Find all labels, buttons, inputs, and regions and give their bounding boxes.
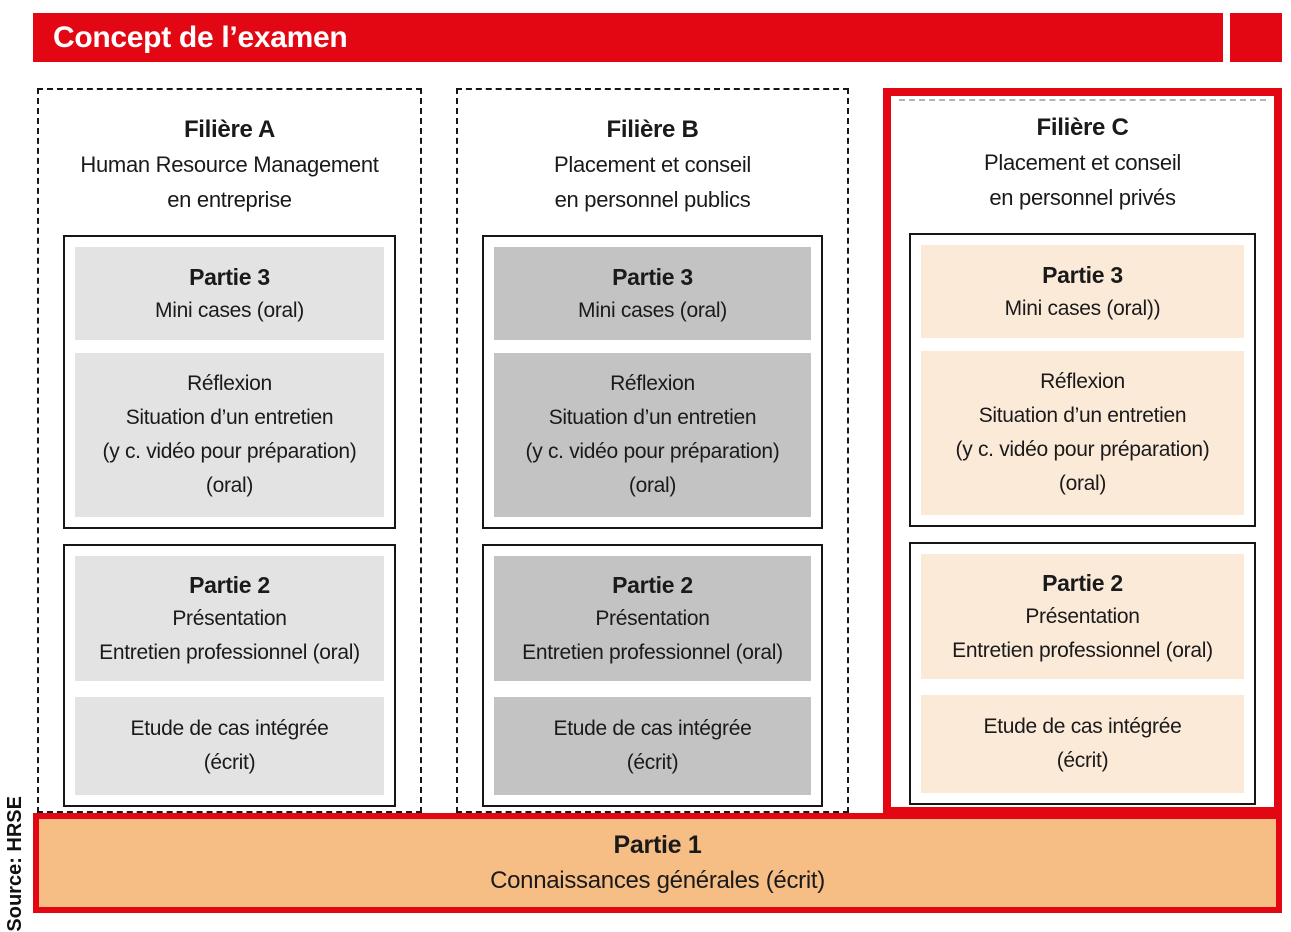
column-c-header: Filière C Placement et conseil en person… bbox=[891, 96, 1274, 215]
reflexion-line1: Réflexion bbox=[610, 372, 695, 395]
source-label: Source: HRSE bbox=[4, 796, 26, 932]
etude-line2: (écrit) bbox=[203, 751, 256, 774]
partie1-bar: Partie 1 Connaissances générales (écrit) bbox=[33, 813, 1282, 913]
column-b-subtitle-line2: en personnel publics bbox=[554, 187, 751, 212]
partie3-box: Partie 3 Mini cases (oral)) bbox=[921, 245, 1244, 338]
column-a-subtitle-line1: Human Resource Management bbox=[80, 152, 379, 177]
partie2-box: Partie 2 Présentation Entretien professi… bbox=[921, 554, 1244, 679]
reflexion-line4: (oral) bbox=[628, 474, 677, 497]
partie2-title: Partie 2 bbox=[1042, 569, 1123, 596]
partie2-title: Partie 2 bbox=[612, 571, 693, 598]
column-c-subtitle-line2: en personnel privés bbox=[989, 185, 1176, 210]
reflexion-line3: (y c. vidéo pour préparation) bbox=[525, 440, 780, 463]
column-a-header: Filière A Human Resource Management en e… bbox=[39, 90, 420, 217]
reflexion-line3: (y c. vidéo pour préparation) bbox=[955, 438, 1210, 461]
page-title: Concept de l’examen bbox=[53, 21, 348, 54]
etude-box: Etude de cas intégrée (écrit) bbox=[921, 695, 1244, 793]
reflexion-line4: (oral) bbox=[205, 474, 254, 497]
reflexion-line2: Situation d’un entretien bbox=[978, 404, 1187, 427]
column-b-written-group-box: Partie 2 Présentation Entretien professi… bbox=[482, 544, 823, 807]
reflexion-box: Réflexion Situation d’un entretien (y c.… bbox=[494, 353, 811, 517]
column-c-title: Filière C bbox=[1036, 114, 1129, 141]
partie1-title: Partie 1 bbox=[613, 831, 702, 859]
partie2-line2: Entretien professionnel (oral) bbox=[952, 638, 1213, 662]
column-b-header: Filière B Placement et conseil en person… bbox=[458, 90, 847, 217]
partie3-title: Partie 3 bbox=[612, 263, 693, 290]
etude-line1: Etude de cas intégrée bbox=[983, 715, 1182, 738]
reflexion-box: Réflexion Situation d’un entretien (y c.… bbox=[921, 351, 1244, 515]
etude-line2: (écrit) bbox=[626, 751, 679, 774]
partie2-line1: Présentation bbox=[172, 606, 287, 630]
partie3-line: Mini cases (oral) bbox=[155, 298, 304, 322]
column-b-subtitle-line1: Placement et conseil bbox=[554, 152, 751, 177]
partie2-box: Partie 2 Présentation Entretien professi… bbox=[494, 556, 811, 681]
column-a-written-group-box: Partie 2 Présentation Entretien professi… bbox=[63, 544, 396, 807]
partie2-title: Partie 2 bbox=[189, 571, 270, 598]
etude-box: Etude de cas intégrée (écrit) bbox=[494, 697, 811, 795]
column-filiere-a: Filière A Human Resource Management en e… bbox=[37, 88, 422, 813]
partie3-box: Partie 3 Mini cases (oral) bbox=[494, 247, 811, 340]
column-c-oral-group-box: Partie 3 Mini cases (oral)) Réflexion Si… bbox=[909, 233, 1256, 527]
reflexion-line2: Situation d’un entretien bbox=[548, 406, 757, 429]
partie2-line1: Présentation bbox=[595, 606, 710, 630]
reflexion-line4: (oral) bbox=[1058, 472, 1107, 495]
dashed-border-remnant bbox=[899, 99, 1266, 101]
reflexion-line2: Situation d’un entretien bbox=[125, 406, 334, 429]
column-b-oral-group-box: Partie 3 Mini cases (oral) Réflexion Sit… bbox=[482, 235, 823, 529]
partie3-title: Partie 3 bbox=[189, 263, 270, 290]
column-b-title: Filière B bbox=[606, 116, 699, 143]
partie3-title: Partie 3 bbox=[1042, 261, 1123, 288]
etude-box: Etude de cas intégrée (écrit) bbox=[75, 697, 384, 795]
column-filiere-c: Filière C Placement et conseil en person… bbox=[883, 88, 1282, 815]
reflexion-line1: Réflexion bbox=[187, 372, 272, 395]
reflexion-line3: (y c. vidéo pour préparation) bbox=[102, 440, 357, 463]
column-a-subtitle-line2: en entreprise bbox=[167, 187, 292, 212]
reflexion-box: Réflexion Situation d’un entretien (y c.… bbox=[75, 353, 384, 517]
partie2-line2: Entretien professionnel (oral) bbox=[522, 640, 783, 664]
column-a-oral-group-box: Partie 3 Mini cases (oral) Réflexion Sit… bbox=[63, 235, 396, 529]
reflexion-line1: Réflexion bbox=[1040, 370, 1125, 393]
partie3-box: Partie 3 Mini cases (oral) bbox=[75, 247, 384, 340]
partie1-line: Connaissances générales (écrit) bbox=[490, 867, 825, 894]
partie2-line2: Entretien professionnel (oral) bbox=[99, 640, 360, 664]
column-c-subtitle-line1: Placement et conseil bbox=[984, 150, 1181, 175]
etude-line2: (écrit) bbox=[1056, 749, 1109, 772]
etude-line1: Etude de cas intégrée bbox=[130, 717, 329, 740]
partie3-line: Mini cases (oral)) bbox=[1004, 296, 1161, 320]
column-a-title: Filière A bbox=[183, 116, 276, 143]
red-square-decoration bbox=[1230, 13, 1282, 62]
title-bar: Concept de l’examen bbox=[33, 13, 1223, 62]
partie2-box: Partie 2 Présentation Entretien professi… bbox=[75, 556, 384, 681]
partie3-line: Mini cases (oral) bbox=[578, 298, 727, 322]
column-filiere-b: Filière B Placement et conseil en person… bbox=[456, 88, 849, 813]
column-c-written-group-box: Partie 2 Présentation Entretien professi… bbox=[909, 542, 1256, 805]
partie2-line1: Présentation bbox=[1025, 604, 1140, 628]
etude-line1: Etude de cas intégrée bbox=[553, 717, 752, 740]
